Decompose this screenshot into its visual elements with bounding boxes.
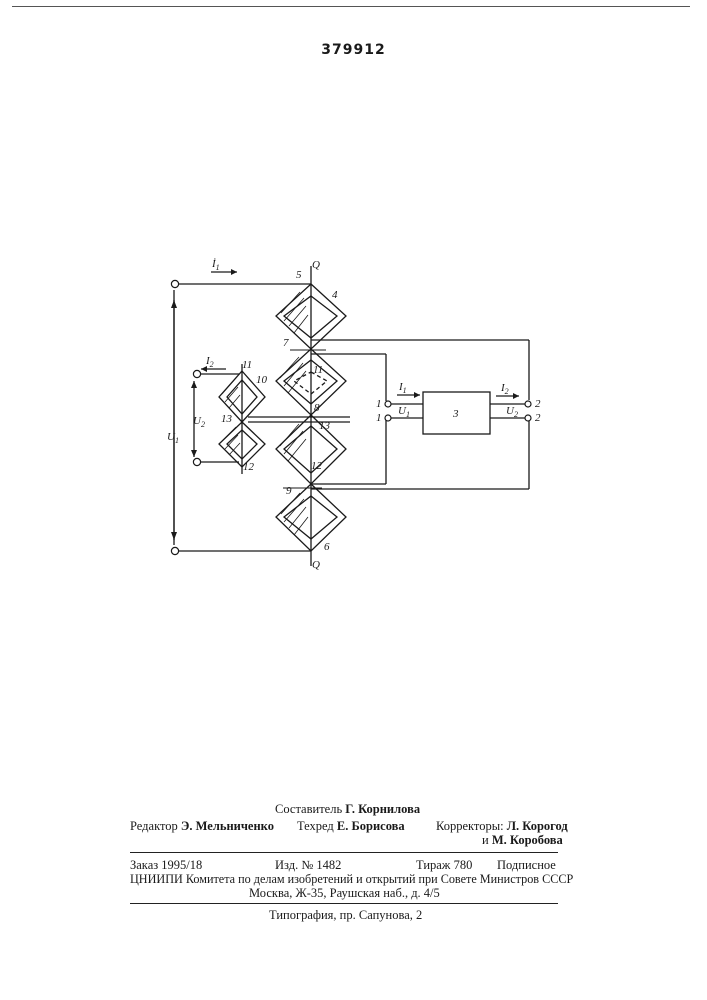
terminal-left-bottom [171,547,178,554]
terminal-small-top [193,370,200,377]
label-q-top: Q [312,259,320,271]
label-9: 9 [286,485,292,497]
label-q-bottom: Q [312,559,320,571]
terminal-1-bottom [385,415,391,421]
label-13-left: 13 [221,413,233,425]
terminal-2-bottom [525,415,531,421]
terminal-left-top [171,280,178,287]
label-5: 5 [296,269,302,281]
label-voltage-U1-left: U1 [167,431,179,445]
label-4: 4 [332,289,338,301]
label-11-right: 11 [313,364,323,376]
label-block-3: 3 [452,408,459,420]
label-current-I2-left: I2 [205,355,214,369]
label-voltage-U1-in: U1 [398,405,410,419]
label-terminal-2-bottom: 2 [535,412,541,424]
label-voltage-U2-left: U2 [193,415,205,429]
label-terminal-1-bottom: 1 [376,412,382,424]
label-8: 8 [314,402,320,414]
label-13-right: 13 [319,420,331,432]
label-6: 6 [324,541,330,553]
terminal-2-top [525,401,531,407]
label-12-left: 12 [243,461,255,473]
label-12-right: 12 [311,460,323,472]
label-terminal-2-top: 2 [535,398,541,410]
terminal-1-top [385,401,391,407]
label-10: 10 [256,374,268,386]
label-current-I1-top: İ1 [211,258,220,272]
label-current-I1-in: I1 [398,381,407,395]
label-current-I2-out: I2 [500,382,509,396]
label-7: 7 [283,337,289,349]
label-terminal-1-top: 1 [376,398,382,410]
label-voltage-U2-out: U2 [506,405,518,419]
terminal-small-bottom [193,458,200,465]
label-11-left: 11 [242,359,252,371]
